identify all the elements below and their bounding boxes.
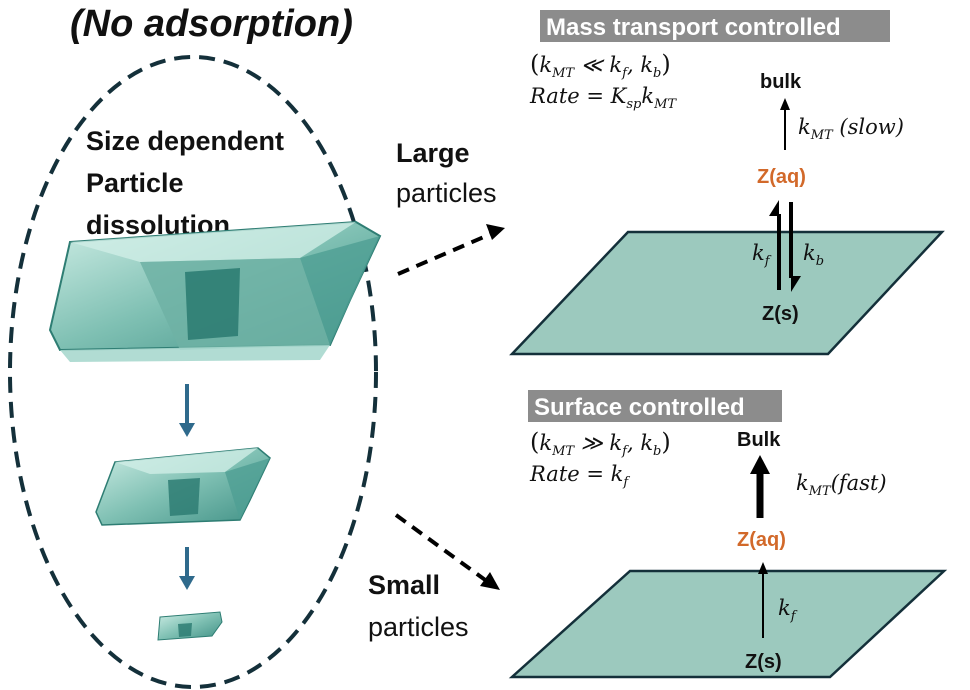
large-dashed-arrow [397,228,501,276]
surface-rate: Rate = kf [529,462,630,490]
surface-condition: (kMT ≫ kf, kb) [530,428,671,459]
surface-zaq: Z(aq) [737,529,786,551]
mass-transport-zaq: Z(aq) [757,166,806,188]
surface-zs: Z(s) [745,651,782,673]
medium-crystal [95,447,271,526]
title: (No adsorption) [70,3,353,45]
large-label-bold: Large [396,138,470,168]
mass-transport-kf-arrow-head [769,200,779,216]
mass-transport-rate: Rate = KspkMT [529,84,677,112]
mass-transport-banner-bg [540,10,890,42]
mass-transport-bulk: bulk [760,71,802,93]
caption-line-2: Particle [86,168,184,198]
small-label-rest: particles [368,612,469,642]
surface-plane [508,569,948,679]
mass-transport-zs: Z(s) [762,303,799,325]
large-crystal [48,220,382,362]
mass-transport-banner: Mass transport controlled [546,14,841,41]
surface-bulk: Bulk [737,429,781,451]
surface-banner: Surface controlled [534,394,745,421]
surface-kmt-arrow-head [750,455,770,474]
mass-transport-surface-plane [509,230,945,356]
large-dashed-arrow-head [486,224,505,240]
small-crystal [157,611,223,641]
caption-line-1: Size dependent [86,126,284,156]
surface-banner-bg [528,390,782,422]
small-label-bold: Small [368,570,440,600]
surface-kf-label: kf [778,596,798,624]
surface-kf-arrow-head [758,562,768,574]
mass-transport-condition: (kMT ≪ kf, kb) [530,50,671,81]
particle-ellipse [8,55,378,689]
mass-transport-kb-label: kb [803,241,824,269]
shrink-arrow-1-head [179,423,195,437]
mass-transport-kmt-label: kMT (slow) [798,115,904,143]
mass-transport-kmt-arrow-head [780,98,790,110]
surface-kmt-label: kMT(fast) [796,471,887,499]
shrink-arrow-2-head [179,576,195,590]
large-label-rest: particles [396,178,497,208]
small-dashed-arrow-head [480,572,500,590]
mass-transport-kb-arrow-head [791,276,801,292]
mass-transport-kf-label: kf [752,241,772,269]
